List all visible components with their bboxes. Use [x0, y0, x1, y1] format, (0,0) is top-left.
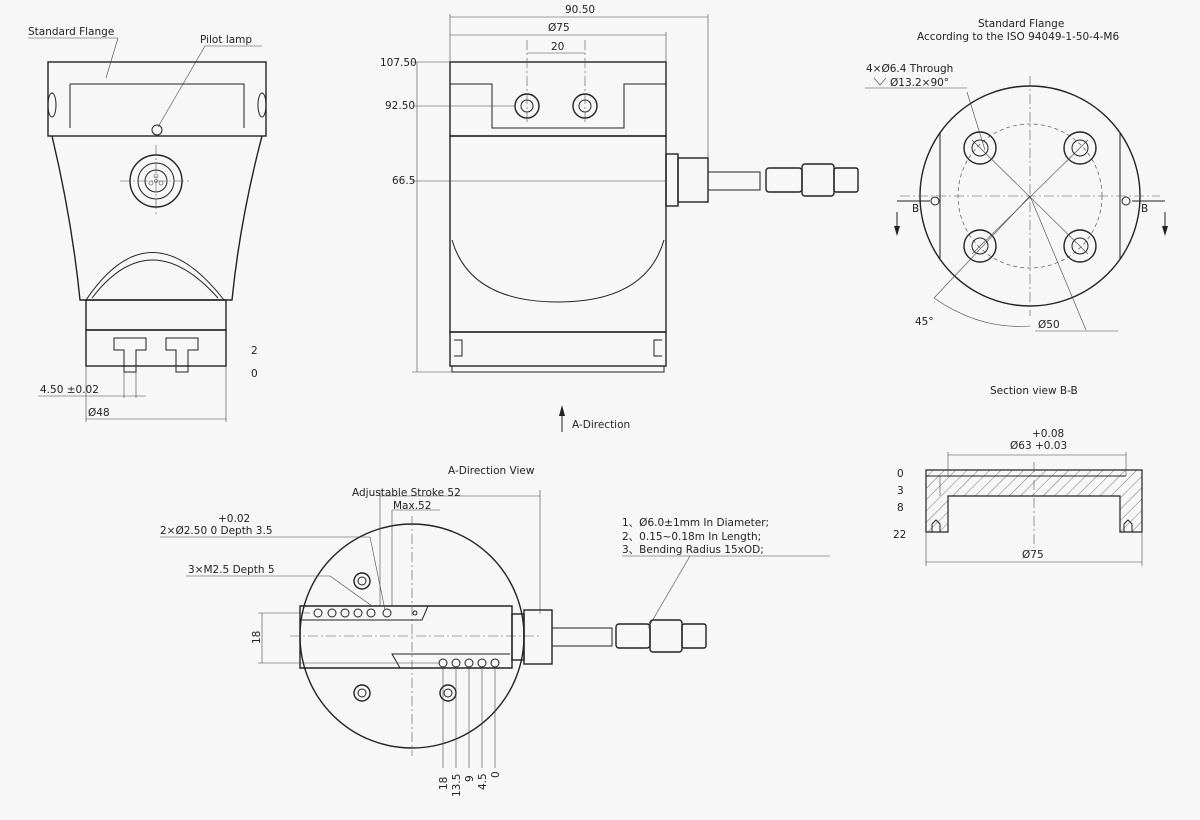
pin-spec-label: 2×Ø2.50 0 Depth 3.5: [160, 525, 273, 537]
section-dim-0: 0: [897, 468, 904, 480]
section-dim-8: 8: [897, 502, 904, 514]
dim-2-label: 2: [251, 345, 258, 357]
cable-note-2: 2、0.15~0.18m In Length;: [622, 531, 761, 543]
dim-18-side: 18: [251, 631, 263, 644]
pilot-lamp-label: Pilot lamp: [200, 34, 252, 46]
dim-90-50-label: 90.50: [565, 4, 595, 16]
bottom-dim-9: 9: [464, 775, 476, 782]
max-label: Max.52: [393, 500, 431, 512]
dim-92-50-label: 92.50: [385, 100, 415, 112]
cable-note-1: 1、Ø6.0±1mm In Diameter;: [622, 517, 769, 529]
counterbore-spec-label: Ø13.2×90°: [890, 77, 949, 89]
bottom-dim-4-5: 4.5: [477, 773, 489, 790]
flange-title-line1: Standard Flange: [978, 18, 1064, 30]
a-direction-label: A-Direction: [572, 419, 630, 431]
section-b-left: B: [912, 203, 919, 215]
dim-4-50-label: 4.50 ±0.02: [40, 384, 99, 396]
section-dim-d75: Ø75: [1022, 549, 1044, 561]
section-dim-d63: Ø63 +0.03: [1010, 440, 1067, 452]
bottom-dim-13-5: 13.5: [451, 774, 463, 797]
standard-flange-label: Standard Flange: [28, 26, 114, 38]
dim-107-50-label: 107.50: [380, 57, 417, 69]
dim-d75-label: Ø75: [548, 22, 570, 34]
a-view-title: A-Direction View: [448, 465, 535, 477]
dim-20-label: 20: [551, 41, 564, 53]
stroke-label: Adjustable Stroke 52: [352, 487, 461, 499]
pin-tol-label: +0.02: [218, 513, 250, 525]
cable-note-3: 3、Bending Radius 15xOD;: [622, 544, 764, 556]
bottom-dim-0: 0: [490, 771, 502, 778]
section-dim-3: 3: [897, 485, 904, 497]
section-b-right: B: [1141, 203, 1148, 215]
dim-66-5-label: 66.5: [392, 175, 415, 187]
dim-d50-label: Ø50: [1038, 319, 1060, 331]
a-direction-view: A-Direction View Adjustable Stroke 52: [160, 465, 830, 797]
front-view: Pilot lamp Standard Flange 2 0 4.50 ±0.0…: [28, 26, 267, 422]
flange-view: Standard Flange According to the ISO 940…: [865, 18, 1168, 332]
angle-45-label: 45°: [915, 316, 934, 328]
section-view: Section view B-B +0.08 Ø63 +0.03 0 3 8 2…: [893, 385, 1143, 566]
section-dim-22: 22: [893, 529, 906, 541]
dim-0-label: 0: [251, 368, 258, 380]
flange-title-line2: According to the ISO 94049-1-50-4-M6: [917, 31, 1119, 43]
bottom-dim-18: 18: [438, 777, 450, 790]
dim-d48-label: Ø48: [88, 407, 110, 419]
section-title: Section view B-B: [990, 385, 1078, 397]
thread-spec-label: 3×M2.5 Depth 5: [188, 564, 275, 576]
section-tol-upper: +0.08: [1032, 428, 1064, 440]
side-view: 90.50 Ø75 20 107.50 92.50 66.5 A-Directi…: [380, 4, 859, 432]
hole-spec-label: 4×Ø6.4 Through: [866, 63, 953, 75]
